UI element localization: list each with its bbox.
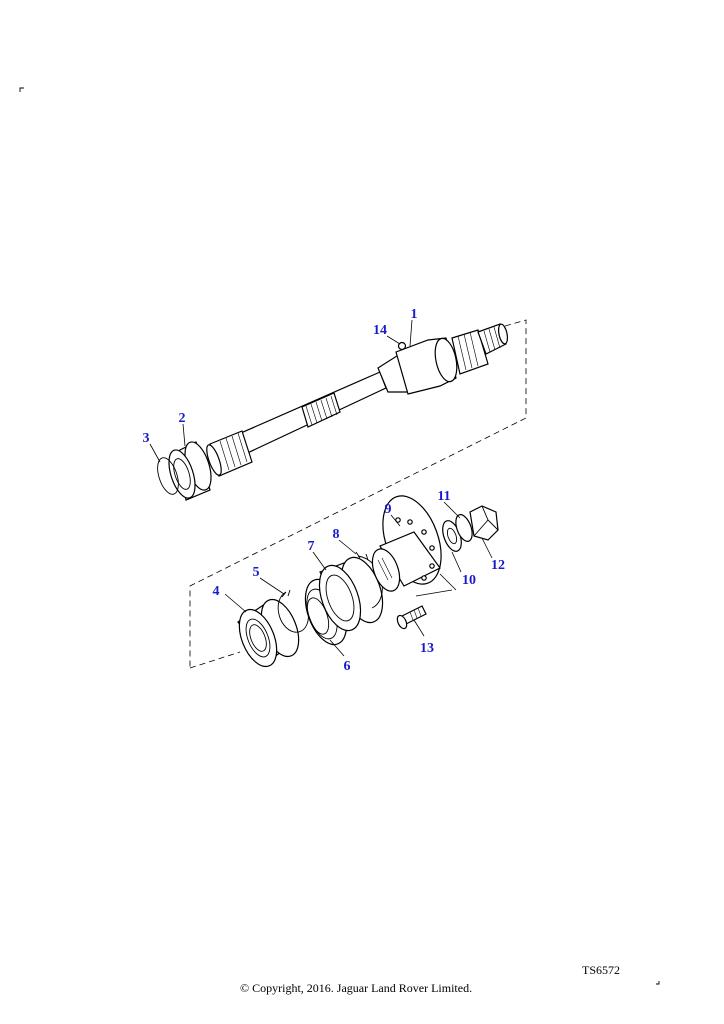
callout-13[interactable]: 13 (420, 641, 434, 656)
bearing-sleeve[interactable] (164, 439, 216, 501)
callout-1[interactable]: 1 (411, 307, 418, 322)
callout-labels: 1 2 3 4 5 6 7 8 9 10 11 12 13 14 (143, 307, 506, 674)
callout-5[interactable]: 5 (253, 565, 260, 580)
drive-shaft[interactable] (204, 323, 509, 477)
callout-4[interactable]: 4 (213, 584, 220, 599)
callout-9[interactable]: 9 (385, 502, 392, 517)
detent-ball[interactable] (397, 341, 407, 351)
ball-bearing[interactable] (232, 594, 306, 672)
callout-8[interactable]: 8 (333, 527, 340, 542)
callout-12[interactable]: 12 (491, 558, 505, 573)
corner-marks (19, 87, 660, 985)
leader-lines (149, 319, 493, 657)
copyright-notice: © Copyright, 2016. Jaguar Land Rover Lim… (240, 981, 473, 995)
callout-2[interactable]: 2 (179, 411, 186, 426)
housing-ring[interactable] (311, 552, 390, 636)
seal-washer[interactable] (453, 512, 476, 543)
flange-bolt[interactable] (395, 605, 427, 630)
callout-11[interactable]: 11 (437, 489, 450, 504)
callout-3[interactable]: 3 (143, 431, 150, 446)
flange-nut[interactable] (469, 505, 499, 541)
callout-14[interactable]: 14 (373, 323, 387, 338)
callout-6[interactable]: 6 (344, 659, 351, 674)
callout-7[interactable]: 7 (308, 539, 315, 554)
drive-flange[interactable] (367, 488, 452, 595)
circlip[interactable] (154, 455, 183, 497)
drawing-reference: TS6572 (582, 963, 621, 977)
callout-10[interactable]: 10 (462, 573, 476, 588)
assembly-guide-lines (189, 319, 527, 669)
